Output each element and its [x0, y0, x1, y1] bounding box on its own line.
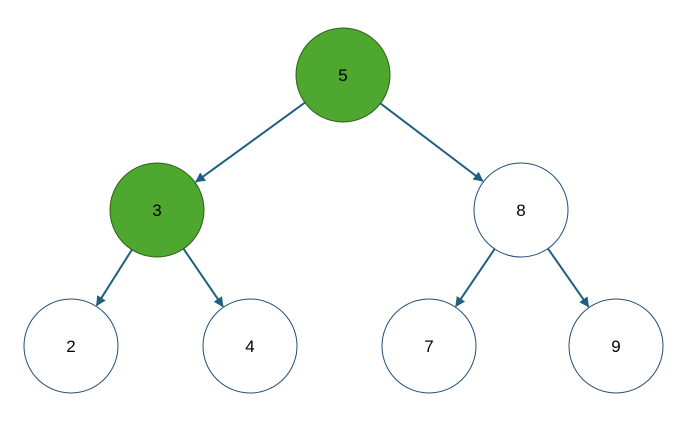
edge-3-to-2 [95, 249, 133, 307]
node-circle-4 [202, 298, 298, 394]
tree-node-7: 7 [381, 298, 477, 394]
tree-node-4: 4 [202, 298, 298, 394]
tree-node-9: 9 [568, 298, 664, 394]
node-label-4: 4 [245, 337, 254, 356]
edges-group [95, 101, 590, 308]
node-circle-3 [109, 162, 205, 258]
node-label-9: 9 [611, 337, 620, 356]
node-circle-7 [381, 298, 477, 394]
edge-5-to-8 [379, 102, 484, 182]
edge-8-to-7 [455, 248, 496, 308]
tree-node-2: 2 [23, 298, 119, 394]
node-label-5: 5 [338, 66, 347, 85]
edge-8-to-9 [547, 247, 590, 308]
node-label-2: 2 [66, 337, 75, 356]
tree-node-8: 8 [473, 162, 569, 258]
edge-3-to-4 [182, 248, 224, 308]
nodes-group: 5 3 8 2 4 7 9 [23, 27, 664, 394]
node-label-8: 8 [516, 201, 525, 220]
node-circle-8 [473, 162, 569, 258]
tree-node-5: 5 [295, 27, 391, 123]
node-circle-5 [295, 27, 391, 123]
node-label-3: 3 [152, 201, 161, 220]
node-circle-2 [23, 298, 119, 394]
node-label-7: 7 [424, 337, 433, 356]
edge-5-to-3 [195, 101, 306, 183]
tree-node-3: 3 [109, 162, 205, 258]
node-circle-9 [568, 298, 664, 394]
